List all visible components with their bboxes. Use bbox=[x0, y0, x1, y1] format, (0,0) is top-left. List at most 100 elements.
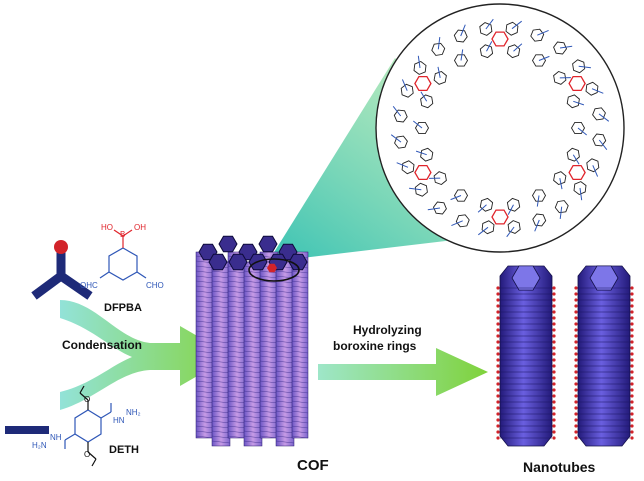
imine-bond bbox=[598, 113, 610, 122]
imine-bond bbox=[572, 154, 580, 165]
nanotube-node-dot bbox=[574, 298, 578, 302]
cof-layer-line bbox=[259, 395, 279, 399]
nanotube-node-dot bbox=[630, 346, 634, 350]
cof-layer-line bbox=[259, 390, 279, 394]
cof-layer-line bbox=[291, 340, 309, 344]
deth-nh2-right-label: NH₂ bbox=[126, 408, 141, 417]
cof-column bbox=[211, 261, 231, 447]
nanotube-node-dot bbox=[552, 340, 556, 344]
nanotube-node-dot bbox=[552, 406, 556, 410]
cof-layer-line bbox=[291, 365, 309, 369]
benzene-ring bbox=[570, 121, 586, 135]
nanotube-node-dot bbox=[630, 418, 634, 422]
benzene-ring bbox=[431, 42, 446, 56]
cof-layer-line bbox=[243, 405, 263, 409]
cof-layer-line bbox=[195, 430, 215, 434]
nanotube-node-dot bbox=[496, 394, 500, 398]
cof-layer-line bbox=[227, 295, 247, 299]
cof-layer-line bbox=[227, 420, 247, 424]
deth-label: DETH bbox=[109, 444, 139, 456]
cof-layer-line bbox=[195, 365, 215, 369]
benzene-ring bbox=[453, 29, 468, 43]
nanotube-node-dot bbox=[574, 364, 578, 368]
benzene-ring bbox=[393, 109, 408, 123]
nanotube-node-dot bbox=[630, 310, 634, 314]
cof-layer-line bbox=[243, 360, 263, 364]
cof-column bbox=[275, 261, 295, 447]
nanotube-node-dot bbox=[630, 340, 634, 344]
cof-layer-line bbox=[195, 425, 215, 429]
cof-layer-line bbox=[259, 345, 279, 349]
boronic-node-icon bbox=[54, 240, 68, 254]
benzene-ring bbox=[592, 107, 606, 121]
cof-pore-marker bbox=[267, 263, 277, 273]
cof-layer-line bbox=[275, 330, 295, 334]
cof-layer-line bbox=[275, 350, 295, 354]
cof-layer-line bbox=[259, 335, 279, 339]
cof-layer-line bbox=[275, 435, 295, 439]
cof-layer-line bbox=[259, 275, 279, 279]
imine-bond bbox=[513, 43, 523, 52]
cof-layer-line bbox=[259, 420, 279, 424]
nanotube-opening bbox=[589, 265, 619, 291]
cof-layer-line bbox=[291, 400, 309, 404]
cof-layer-line bbox=[195, 305, 215, 309]
nanotube-node-dot bbox=[574, 358, 578, 362]
imine-bond bbox=[392, 105, 402, 117]
nanotube-node-dot bbox=[552, 376, 556, 380]
boroxine-ring bbox=[568, 75, 586, 92]
benzene-ring bbox=[433, 171, 447, 186]
cof-layer-line bbox=[243, 295, 263, 299]
benzene-ring bbox=[401, 160, 415, 175]
cof-layer-line bbox=[195, 370, 215, 374]
nanotube-node-dot bbox=[552, 394, 556, 398]
nanotube-node-dot bbox=[496, 328, 500, 332]
cof-label: COF bbox=[297, 457, 329, 474]
cof-column bbox=[195, 251, 215, 439]
cof-layer-line bbox=[275, 325, 295, 329]
boroxine-ring bbox=[491, 31, 509, 47]
imine-bond bbox=[485, 18, 494, 30]
cof-layer-line bbox=[291, 425, 309, 429]
nanotube-node-dot bbox=[552, 346, 556, 350]
nanotube-node-dot bbox=[496, 292, 500, 296]
cof-layer-line bbox=[195, 385, 215, 389]
cof-layer-line bbox=[259, 320, 279, 324]
nanotube-node-dot bbox=[552, 412, 556, 416]
benzene-ring bbox=[481, 220, 495, 235]
cof-layer-line bbox=[259, 415, 279, 419]
imine-bond bbox=[460, 49, 464, 61]
cof-layer-line bbox=[291, 320, 309, 324]
benzene-ring bbox=[566, 147, 580, 162]
condensation-arrow bbox=[60, 300, 232, 410]
cof-layer-line bbox=[275, 315, 295, 319]
cof-layer-line bbox=[227, 395, 247, 399]
nanotube-node-dot bbox=[552, 382, 556, 386]
nanotube-node-dot bbox=[552, 286, 556, 290]
hydrolyzing-label: Hydrolyzing bbox=[353, 323, 422, 337]
cof-top-hexagon bbox=[208, 253, 228, 271]
nanotube-node-dot bbox=[496, 322, 500, 326]
cof-layer-line bbox=[195, 400, 215, 404]
cof-layer-line bbox=[211, 280, 231, 284]
cof-layer-line bbox=[211, 435, 231, 439]
cof-layer-line bbox=[195, 345, 215, 349]
cof-layer-line bbox=[227, 415, 247, 419]
imine-bond bbox=[451, 220, 463, 227]
cof-layer-line bbox=[211, 365, 231, 369]
cof-layer-line bbox=[291, 420, 309, 424]
cof-layer-line bbox=[291, 410, 309, 414]
cof-layer-line bbox=[259, 405, 279, 409]
cof-layer-line bbox=[291, 335, 309, 339]
dfpba-ho-label: HO bbox=[101, 223, 113, 232]
cof-layer-line bbox=[211, 310, 231, 314]
cof-layer-line bbox=[195, 355, 215, 359]
cof-layer-line bbox=[211, 305, 231, 309]
nanotube-node-dot bbox=[496, 364, 500, 368]
imine-bond bbox=[559, 178, 563, 190]
benzene-ring bbox=[592, 133, 607, 147]
benzene-ring bbox=[532, 213, 547, 227]
nanotube-node-dot bbox=[574, 436, 578, 440]
